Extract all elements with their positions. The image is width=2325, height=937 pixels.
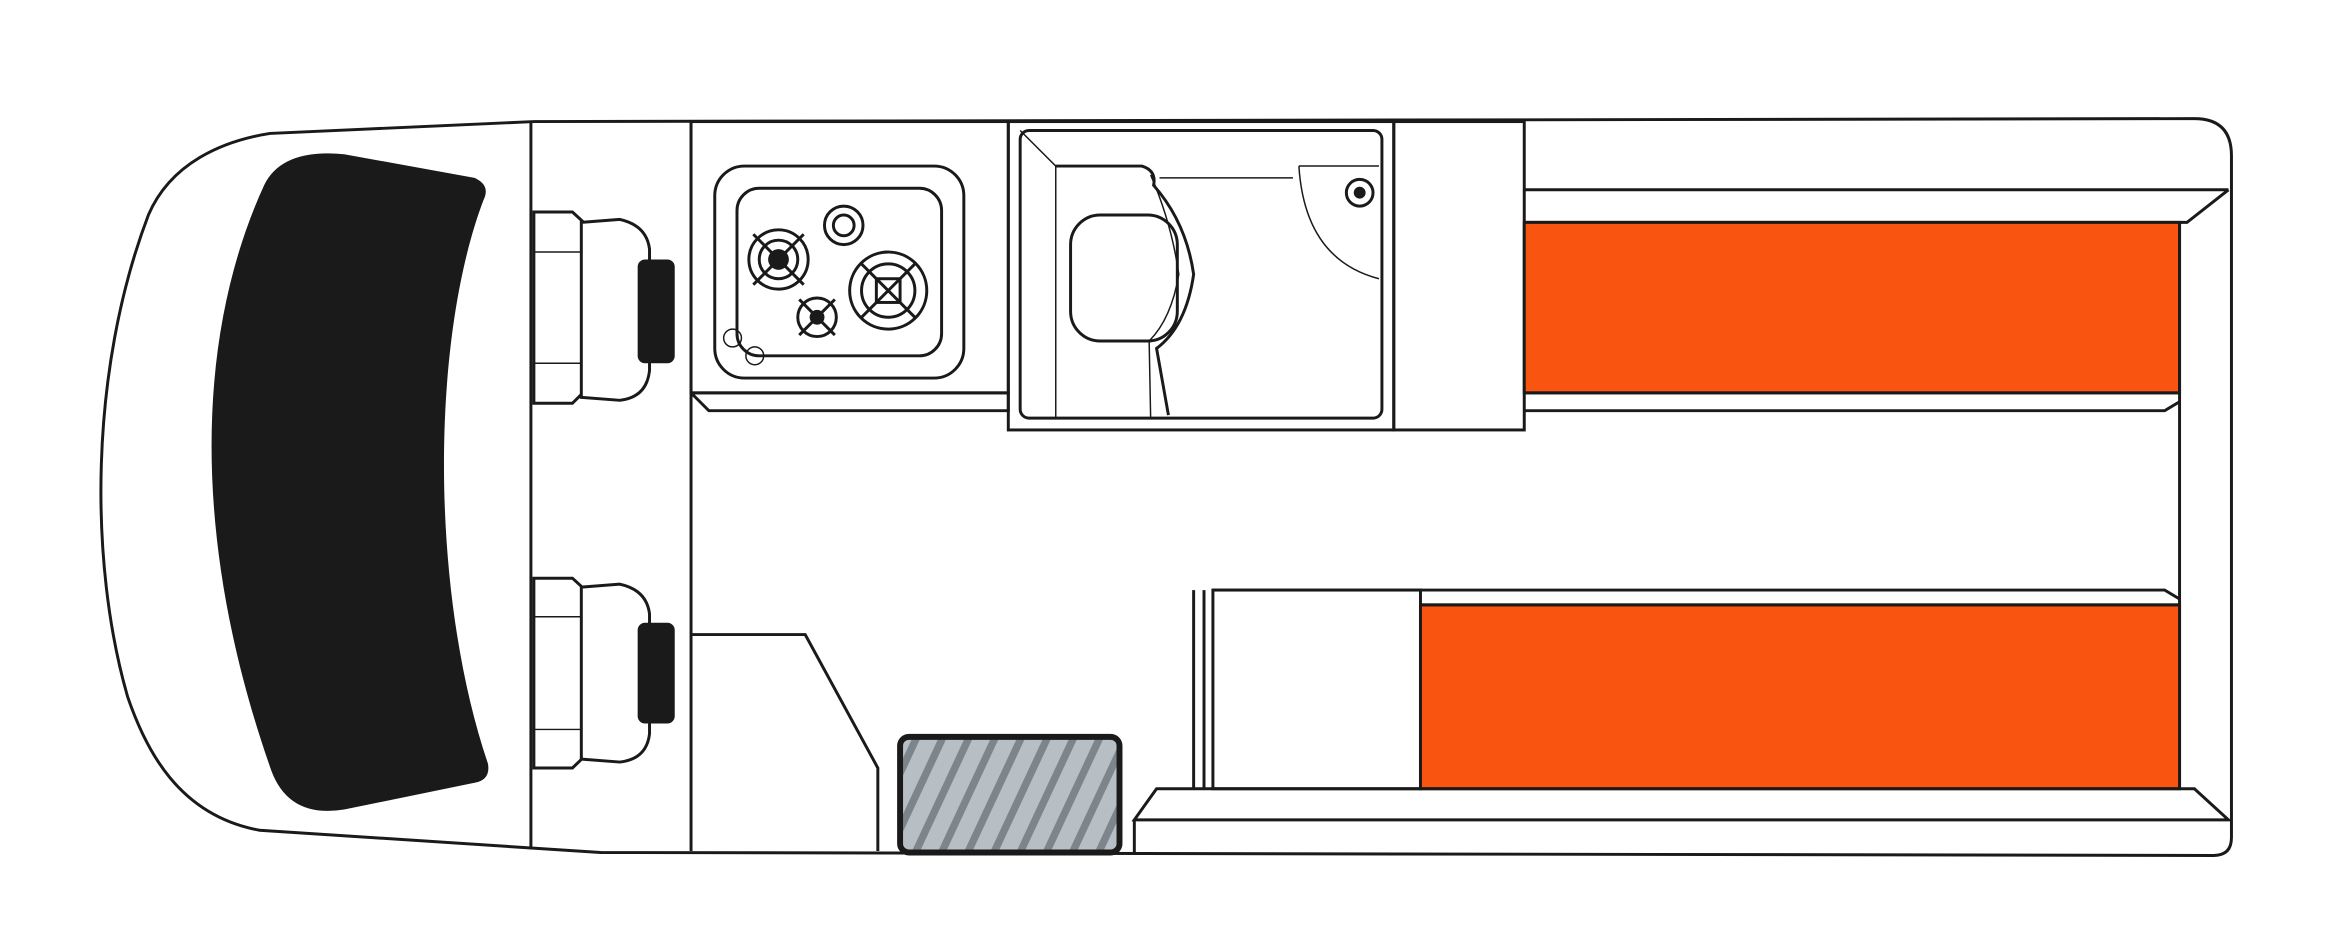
burner-icon xyxy=(796,296,838,339)
toilet-icon xyxy=(1055,164,1196,416)
handle-icon xyxy=(637,622,675,724)
burner-icon xyxy=(848,250,929,331)
shower-icon xyxy=(1298,165,1380,280)
burner-icon xyxy=(822,204,865,247)
lower-bed xyxy=(1192,588,2182,791)
bed-mattress xyxy=(1418,603,2182,791)
upper-bed xyxy=(1522,188,2230,413)
bed-mattress xyxy=(1522,220,2182,395)
driver-seat xyxy=(532,210,675,405)
cooktop xyxy=(713,164,966,380)
windshield xyxy=(211,153,489,811)
entry-step xyxy=(897,733,1123,856)
passenger-seat xyxy=(532,576,675,770)
bench-seat xyxy=(1131,787,2233,853)
steering-wheel-icon xyxy=(637,259,675,364)
entry-cabinet xyxy=(691,633,880,852)
burner-icon xyxy=(747,228,810,291)
